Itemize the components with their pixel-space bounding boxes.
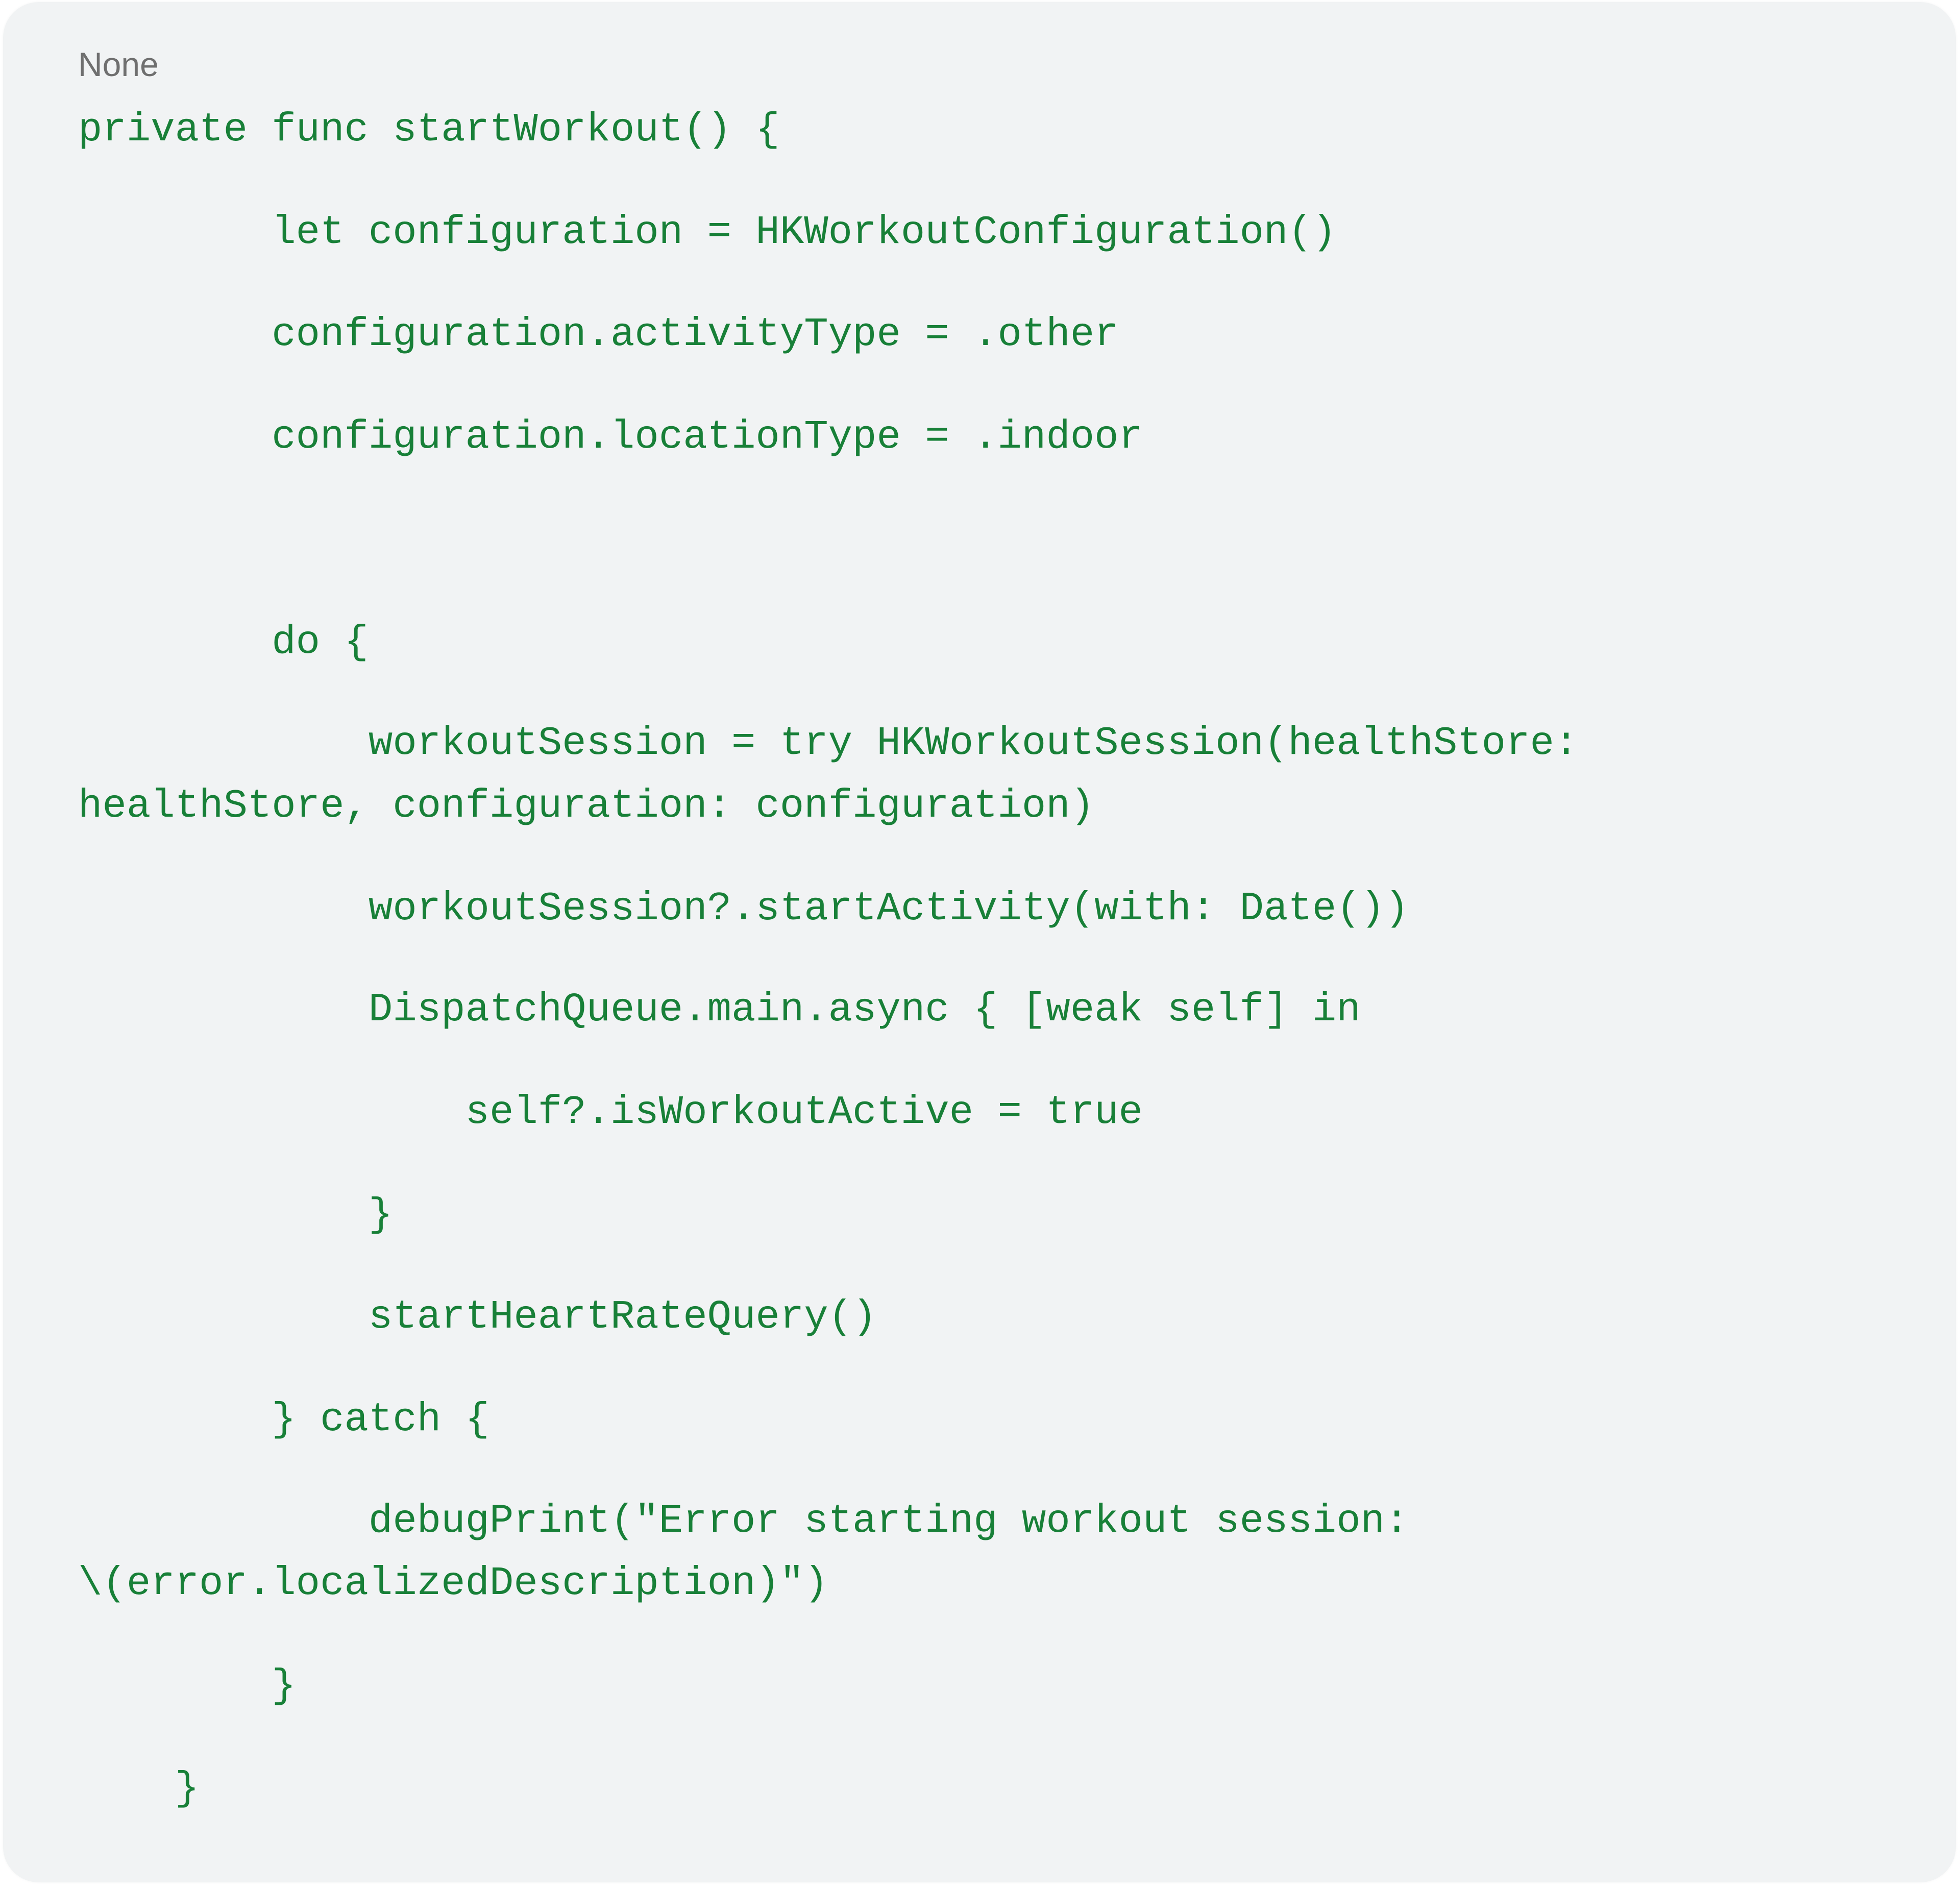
code-line: self?.isWorkoutActive = true bbox=[78, 1082, 1143, 1143]
indent bbox=[78, 1663, 272, 1709]
code-text: workoutSession = try HKWorkoutSession(he… bbox=[368, 720, 1579, 766]
code-text: } bbox=[272, 1663, 296, 1709]
indent bbox=[78, 1396, 272, 1442]
code-text: } bbox=[175, 1766, 200, 1811]
code-text: debugPrint("Error starting workout sessi… bbox=[368, 1498, 1409, 1544]
code-text: let configuration = HKWorkoutConfigurati… bbox=[272, 209, 1337, 255]
indent bbox=[78, 1498, 369, 1544]
indent bbox=[78, 886, 369, 932]
indent bbox=[78, 1089, 465, 1135]
code-line: workoutSession?.startActivity(with: Date… bbox=[78, 878, 1409, 939]
indent bbox=[78, 1192, 369, 1238]
code-line: let configuration = HKWorkoutConfigurati… bbox=[78, 202, 1336, 263]
indent bbox=[78, 619, 272, 665]
code-text: } catch { bbox=[272, 1396, 489, 1442]
code-line: debugPrint("Error starting workout sessi… bbox=[78, 1490, 1409, 1552]
code-text: configuration.locationType = .indoor bbox=[272, 414, 1143, 460]
code-line-wrapped: \(error.localizedDescription)") bbox=[78, 1553, 828, 1614]
code-line: private func startWorkout() { bbox=[78, 99, 780, 160]
code-text: private func startWorkout() { bbox=[78, 107, 780, 153]
code-line: } bbox=[78, 1184, 393, 1245]
indent bbox=[78, 1766, 175, 1811]
code-line: startHeartRateQuery() bbox=[78, 1286, 877, 1347]
code-line: } catch { bbox=[78, 1389, 489, 1450]
code-text: \(error.localizedDescription)") bbox=[78, 1560, 828, 1606]
code-text: healthStore, configuration: configuratio… bbox=[78, 783, 1095, 829]
code-line-wrapped: healthStore, configuration: configuratio… bbox=[78, 775, 1094, 837]
code-line: DispatchQueue.main.async { [weak self] i… bbox=[78, 979, 1361, 1040]
code-line: } bbox=[78, 1655, 296, 1717]
code-text: do { bbox=[272, 619, 369, 665]
code-line: workoutSession = try HKWorkoutSession(he… bbox=[78, 713, 1578, 774]
indent bbox=[78, 414, 272, 460]
code-line: configuration.activityType = .other bbox=[78, 304, 1119, 365]
indent bbox=[78, 311, 272, 357]
indent bbox=[78, 987, 369, 1033]
code-line: } bbox=[78, 1758, 199, 1819]
code-text: startHeartRateQuery() bbox=[368, 1294, 877, 1340]
code-line: do { bbox=[78, 611, 369, 673]
indent bbox=[78, 720, 369, 766]
indent bbox=[78, 1294, 369, 1340]
code-line: configuration.locationType = .indoor bbox=[78, 406, 1143, 468]
code-text: DispatchQueue.main.async { [weak self] i… bbox=[368, 987, 1361, 1033]
code-text: workoutSession?.startActivity(with: Date… bbox=[368, 886, 1409, 932]
code-text: self?.isWorkoutActive = true bbox=[465, 1089, 1143, 1135]
code-language-label: None bbox=[78, 45, 159, 83]
code-text: configuration.activityType = .other bbox=[272, 311, 1119, 357]
code-block: None private func startWorkout() { let c… bbox=[3, 2, 1956, 1882]
indent bbox=[78, 209, 272, 255]
code-text: } bbox=[368, 1192, 393, 1238]
